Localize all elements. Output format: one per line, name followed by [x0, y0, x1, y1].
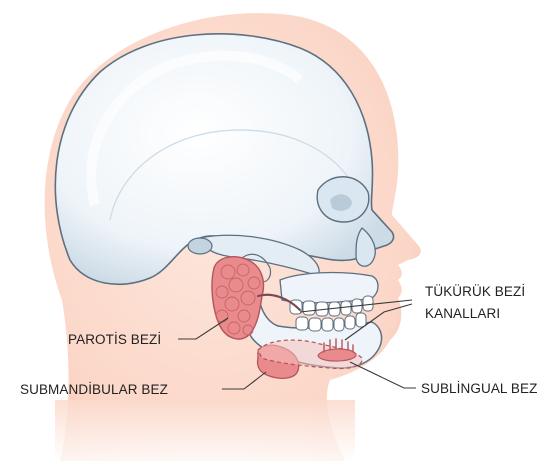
label-sublingual: SUBLİNGUAL BEZ	[421, 381, 537, 396]
label-ducts-line2: KANALLARI	[425, 306, 500, 321]
label-parotid: PAROTİS BEZİ	[68, 332, 161, 347]
label-submandibular: SUBMANDİBULAR BEZ	[20, 382, 168, 397]
label-ducts-line1: TÜKÜRÜK BEZİ	[425, 284, 525, 299]
